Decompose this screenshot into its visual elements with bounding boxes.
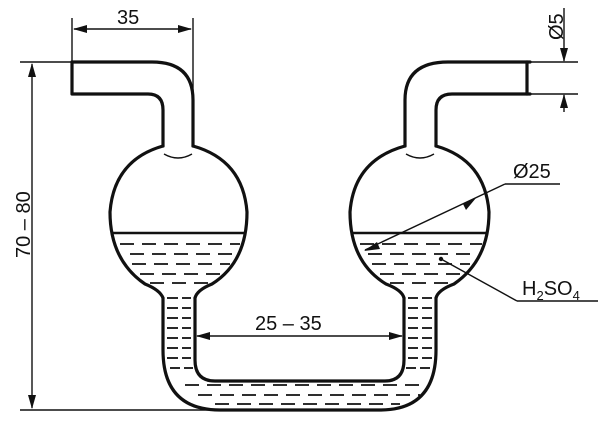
acid-so: SO — [544, 278, 573, 300]
right-vessel — [348, 60, 532, 300]
label-top-width: 35 — [117, 7, 139, 29]
liquid-hatching — [120, 243, 482, 405]
dimension-bottom-span — [196, 332, 403, 340]
dimension-bulb-diameter — [364, 183, 560, 251]
label-tube-diameter: Ø5 — [546, 13, 568, 40]
acid-sub-2: 2 — [536, 288, 543, 303]
dimension-tube-diameter — [530, 8, 578, 112]
leader-acid — [438, 256, 598, 302]
label-bulb-diameter: Ø25 — [513, 161, 551, 183]
acid-sub-4: 4 — [573, 288, 580, 303]
dimension-height — [20, 61, 220, 411]
dimension-top-width — [71, 18, 194, 100]
acid-h: H — [522, 278, 536, 300]
label-bottom-span: 25 – 35 — [255, 313, 322, 335]
label-height: 70 – 80 — [13, 191, 35, 258]
left-vessel — [70, 60, 249, 300]
u-tube-bottom — [161, 296, 438, 412]
label-acid: H2SO4 — [522, 278, 580, 303]
